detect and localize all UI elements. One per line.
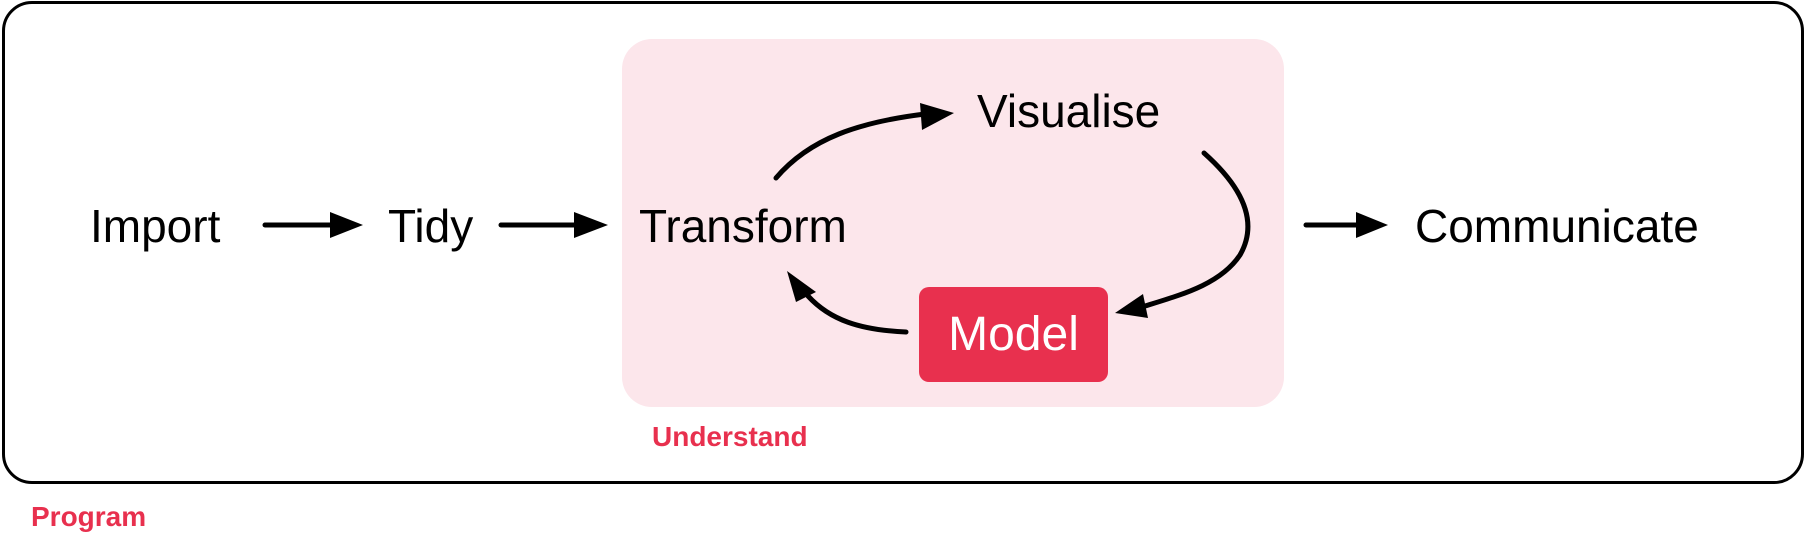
node-import: Import: [90, 200, 221, 252]
program-frame: [2, 1, 1804, 484]
node-communicate: Communicate: [1415, 200, 1699, 252]
node-model: Model: [919, 287, 1108, 382]
node-visualise: Visualise: [977, 85, 1161, 137]
node-tidy: Tidy: [388, 200, 474, 252]
group-label-program: Program: [31, 501, 147, 532]
group-label-understand: Understand: [652, 421, 808, 452]
node-model-label: Model: [948, 307, 1079, 361]
node-transform: Transform: [639, 200, 847, 252]
